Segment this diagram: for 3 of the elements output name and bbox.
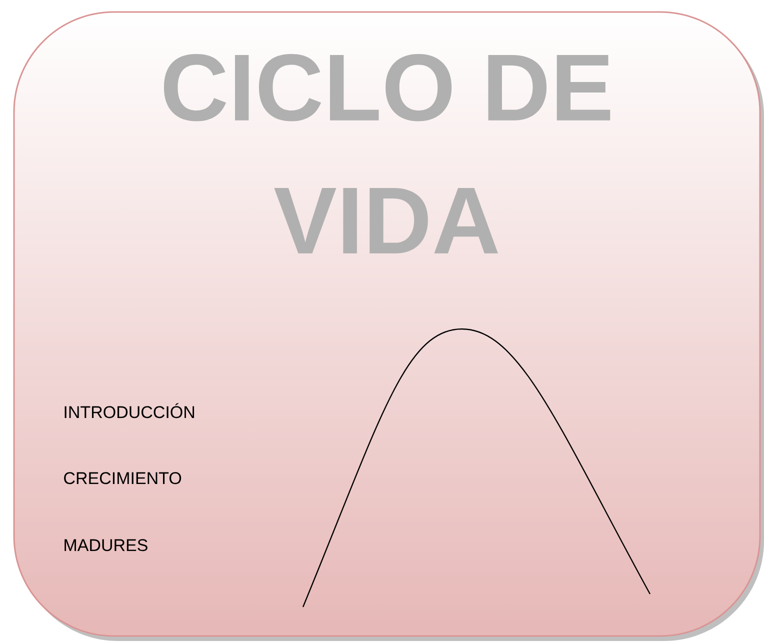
stage-label: MADURES bbox=[64, 539, 148, 552]
stage-label: INTRODUCCIÓN bbox=[64, 403, 194, 418]
stage-label: CRECIMIENTO bbox=[64, 472, 182, 484]
